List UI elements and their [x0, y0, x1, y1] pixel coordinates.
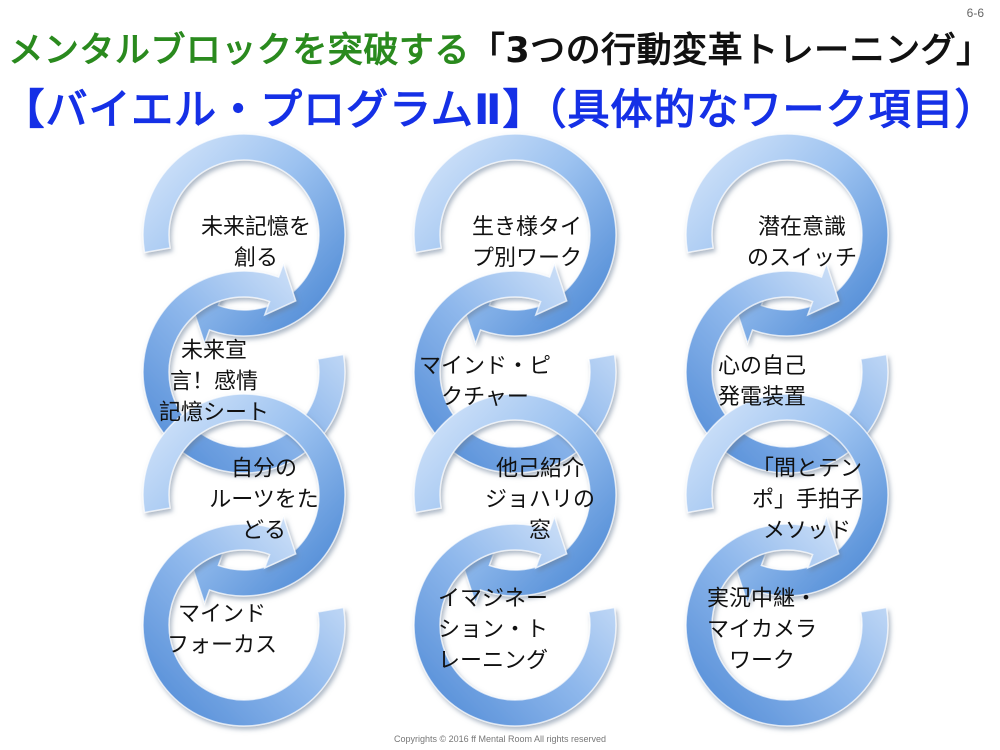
loop-label-line: ワーク: [728, 648, 796, 674]
loop-label-0-2: 自分のルーツをたどる: [209, 454, 319, 547]
loop-label-line: ポ」手拍子: [751, 487, 863, 513]
circular-arrow-0-3: [142, 514, 346, 727]
loop-label-2-3: 実況中継・マイカメラワーク: [707, 584, 817, 677]
loop-label-line: イマジネー: [437, 586, 549, 612]
circular-arrow-0-0: [142, 133, 346, 346]
loop-label-line: 自分の: [230, 456, 297, 482]
slide-title: メンタルブロックを突破する「3つの行動変革トレーニング」: [0, 22, 1000, 73]
loop-label-1-0: 生き様タイプ別ワーク: [472, 212, 582, 274]
slide-title-dark: 「3つの行動変革トレーニング」: [469, 31, 992, 71]
loop-label-0-1: 未来宣言！感情記憶シート: [159, 336, 269, 429]
loop-label-line: クチャー: [441, 385, 529, 410]
loop-label-line: プ別ワーク: [471, 246, 583, 271]
slide-title-green: メンタルブロックを突破する: [8, 31, 470, 71]
page-number: 6-6: [966, 6, 984, 20]
loop-label-line: マインド: [177, 602, 267, 627]
loop-label-line: 実況中継・: [706, 586, 818, 612]
loop-label-line: ルーツをた: [209, 487, 319, 513]
loop-label-line: マインド・ピ: [418, 354, 552, 379]
loop-label-0-0: 未来記憶を創る: [201, 212, 311, 274]
loop-label-line: 「間とテン: [751, 456, 863, 482]
slide-subtitle: 【バイエル・プログラムⅡ】（具体的なワーク項目）: [2, 85, 998, 134]
loop-label-2-2: 「間とテンポ」手拍子メソッド: [752, 454, 862, 547]
loop-label-line: ジョハリの: [484, 487, 596, 513]
circular-arrow-1-3: [413, 514, 617, 727]
loop-label-line: ション・ト: [437, 617, 549, 643]
loop-label-line: レーニング: [437, 648, 549, 674]
loop-label-line: 心の自己: [717, 354, 807, 379]
loop-label-line: 未来宣: [180, 338, 248, 364]
circular-arrow-0-1: [142, 261, 346, 474]
circular-arrow-2-0: [685, 133, 889, 346]
loop-label-line: 窓: [528, 518, 552, 544]
circular-arrow-2-1: [685, 261, 889, 474]
loop-label-line: どる: [241, 518, 286, 544]
loop-label-1-1: マインド・ピクチャー: [419, 351, 551, 413]
loop-label-line: 創る: [233, 246, 279, 271]
loop-label-line: マイカメラ: [706, 617, 818, 643]
loop-label-line: 生き様タイ: [471, 215, 583, 240]
loop-label-line: 未来記憶を: [200, 215, 312, 240]
circular-arrow-1-0: [413, 133, 617, 346]
loop-label-line: 言！感情: [169, 369, 259, 395]
loop-label-line: 他己紹介: [495, 456, 585, 482]
loop-label-line: 記憶シート: [158, 400, 270, 426]
circular-arrow-1-1: [413, 261, 617, 474]
loop-label-line: 潜在意識: [757, 215, 847, 240]
loop-label-0-3: マインドフォーカス: [167, 599, 277, 661]
loop-label-2-1: 心の自己発電装置: [718, 351, 806, 413]
circular-arrow-2-3: [685, 514, 889, 727]
loop-label-line: フォーカス: [166, 633, 278, 658]
loop-label-line: メソッド: [762, 518, 852, 544]
loop-label-line: のスイッチ: [746, 246, 858, 271]
loop-label-line: 発電装置: [717, 385, 807, 410]
copyright-footer: Copyrights © 2016 ff Mental Room All rig…: [393, 734, 607, 744]
loop-label-2-0: 潜在意識のスイッチ: [747, 212, 857, 274]
loop-label-1-3: イマジネーション・トレーニング: [438, 584, 548, 677]
loop-label-1-2: 他己紹介ジョハリの窓: [485, 454, 595, 547]
